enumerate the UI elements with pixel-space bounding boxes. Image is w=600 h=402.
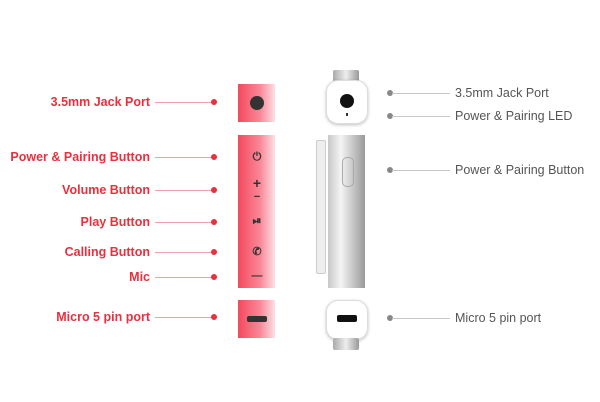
leader-line [155, 317, 213, 318]
label-mic: Mic [129, 270, 150, 284]
leader-line [392, 170, 450, 171]
leader-line [155, 252, 213, 253]
label-power-button: Power & Pairing Button [10, 150, 150, 164]
usb-port-icon [247, 316, 267, 322]
callout-dot [211, 249, 217, 255]
callout-dot [211, 154, 217, 160]
top-cap [326, 80, 368, 124]
jack-hole-icon [250, 96, 264, 110]
usb-port-icon [337, 315, 357, 322]
clip-bottom [333, 338, 359, 350]
plus-icon: + [252, 175, 262, 191]
label-play-button: Play Button [80, 215, 150, 229]
device-body [328, 135, 365, 288]
jack-port-closeup [238, 84, 275, 122]
callout-dot [211, 99, 217, 105]
label-volume-button: Volume Button [62, 183, 150, 197]
label-micro-usb-right: Micro 5 pin port [455, 311, 542, 325]
button-panel [238, 135, 275, 288]
label-micro-usb: Micro 5 pin port [56, 310, 150, 324]
callout-dot [211, 187, 217, 193]
leader-line [392, 318, 450, 319]
callout-dot [387, 167, 393, 173]
mic-icon: — [251, 270, 263, 282]
leader-line [155, 222, 213, 223]
jack-hole-icon [340, 94, 354, 108]
belt-clip [316, 140, 326, 274]
leader-line [392, 116, 450, 117]
leader-line [155, 277, 213, 278]
led-icon [346, 113, 348, 116]
callout-dot [211, 219, 217, 225]
leader-line [155, 190, 213, 191]
callout-dot [211, 314, 217, 320]
power-icon: ⏻ [252, 151, 262, 163]
phone-icon: ✆ [252, 246, 262, 258]
micro-usb-closeup [238, 300, 275, 338]
label-led: Power & Pairing LED [455, 109, 573, 123]
label-jack-port-right: 3.5mm Jack Port [455, 86, 549, 100]
label-calling-button: Calling Button [64, 245, 150, 259]
play-pause-icon: ⏯ [252, 215, 262, 227]
bottom-cap [326, 300, 368, 340]
minus-icon: − [253, 191, 261, 203]
callout-dot [211, 274, 217, 280]
clip-top [333, 70, 359, 82]
leader-line [155, 102, 213, 103]
callout-dot [387, 90, 393, 96]
leader-line [392, 93, 450, 94]
label-jack-port: 3.5mm Jack Port [50, 95, 150, 109]
power-button-icon [342, 157, 354, 187]
callout-dot [387, 113, 393, 119]
label-power-button-right: Power & Pairing Button [455, 163, 585, 177]
callout-dot [387, 315, 393, 321]
leader-line [155, 157, 213, 158]
